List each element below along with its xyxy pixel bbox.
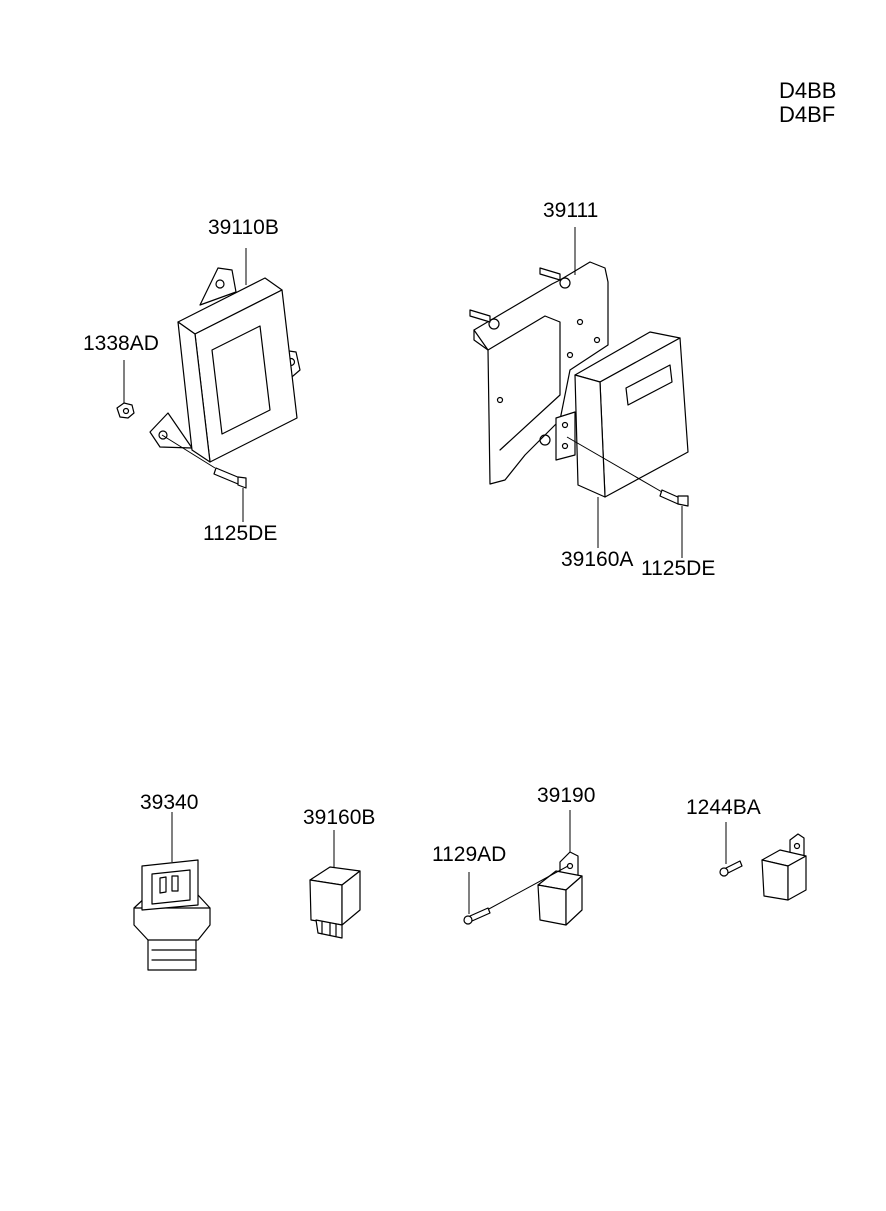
part-label-39340: 39340	[140, 791, 199, 814]
part-label-1125de-right: 1125DE	[641, 557, 716, 580]
part-label-39160a: 39160A	[561, 548, 634, 571]
engine-code-2: D4BF	[779, 102, 836, 128]
screw-1129ad	[463, 865, 569, 925]
part-label-1125de-left: 1125DE	[203, 522, 278, 545]
bolt-1125de-right	[566, 436, 689, 507]
relay-39190	[537, 851, 583, 926]
relay-1244ba-unit	[761, 833, 807, 901]
screw-1244ba	[719, 860, 743, 877]
part-label-39160b: 39160B	[303, 806, 376, 829]
nut-1338ad	[116, 402, 135, 419]
ecu-module-39110b	[149, 267, 301, 463]
part-label-39110b: 39110B	[208, 216, 279, 239]
part-label-39111: 39111	[543, 199, 599, 222]
relay-39160b	[309, 866, 361, 939]
bolt-1125de-left	[161, 434, 247, 489]
part-label-1244ba: 1244BA	[686, 796, 761, 819]
part-label-39190: 39190	[537, 784, 596, 807]
part-label-1129ad: 1129AD	[432, 843, 507, 866]
part-label-1338ad: 1338AD	[83, 332, 159, 355]
engine-codes: D4BB D4BF	[779, 78, 837, 128]
engine-code-1: D4BB	[779, 78, 837, 103]
ecu-module-39160a	[555, 331, 689, 498]
sensor-39340	[133, 859, 211, 971]
bracket-39111	[469, 261, 609, 485]
